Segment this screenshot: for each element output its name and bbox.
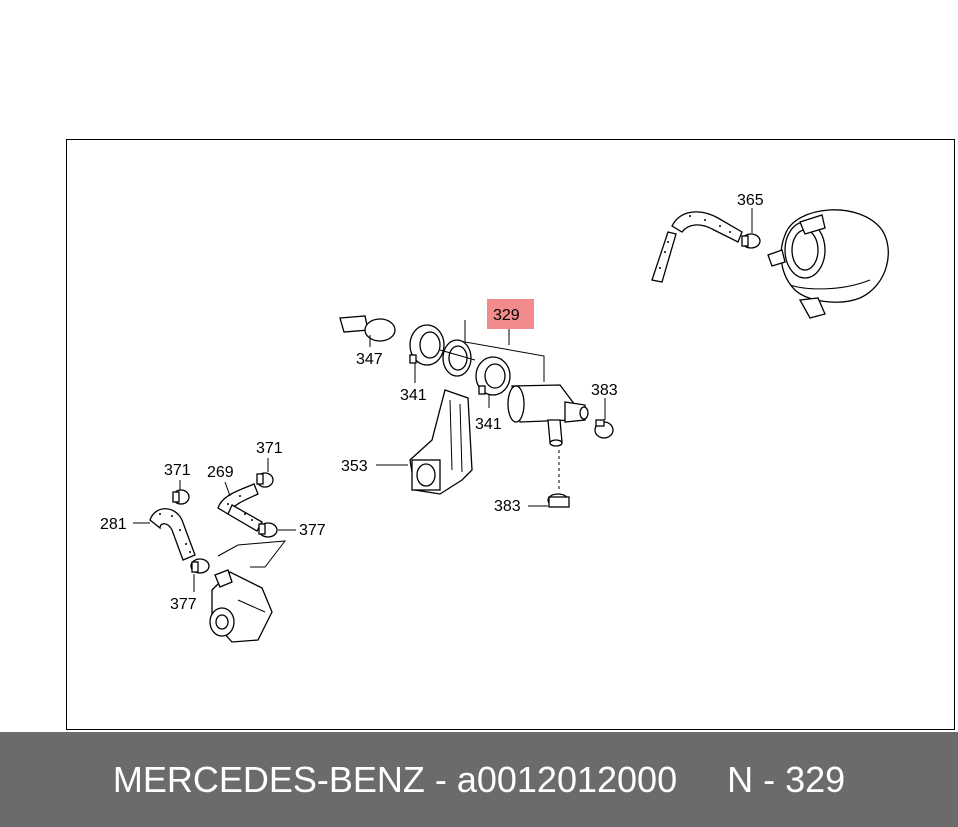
bulb-347 — [339, 315, 396, 347]
label-353: 353 — [341, 458, 368, 475]
label-383-bottom: 383 — [494, 498, 521, 515]
filter-329 — [507, 384, 589, 447]
label-269: 269 — [207, 464, 234, 481]
clamp-383-right — [594, 398, 614, 439]
expansion-tank — [767, 209, 889, 319]
hose-clamp-365 — [741, 208, 761, 249]
clamp-377-right — [258, 522, 296, 538]
footer-ref: N - 329 — [727, 758, 846, 800]
heater-pump — [209, 569, 273, 643]
ring-center — [439, 339, 476, 377]
label-281: 281 — [100, 516, 127, 533]
tank-hose — [651, 211, 743, 283]
label-341-left: 341 — [400, 387, 427, 404]
label-383-right: 383 — [591, 382, 618, 399]
hose-269 — [217, 481, 263, 532]
label-341-right: 341 — [475, 416, 502, 433]
ring-341-right — [475, 356, 511, 408]
ring-341-left — [409, 324, 445, 383]
label-371-left: 371 — [164, 462, 191, 479]
label-371-right: 371 — [256, 440, 283, 457]
label-365: 365 — [737, 192, 764, 209]
label-329[interactable]: 329 — [493, 307, 520, 324]
parts-diagram: 365 329 347 341 341 — [100, 192, 889, 643]
highlight-329 — [487, 299, 534, 329]
clamp-383-bottom — [528, 450, 570, 508]
diagram-frame — [66, 139, 955, 730]
footer-part-info: MERCEDES-BENZ - a0012012000 — [112, 758, 678, 800]
hose-281 — [133, 508, 196, 561]
label-377-right: 377 — [299, 522, 326, 539]
clamp-371-left — [172, 480, 190, 505]
bracket-353 — [376, 389, 473, 495]
clamp-377-left — [190, 558, 210, 592]
clamp-371-right — [256, 458, 274, 488]
label-347: 347 — [356, 351, 383, 368]
footer-bar: MERCEDES-BENZ - a0012012000 N - 329 — [0, 732, 958, 827]
label-377-left: 377 — [170, 596, 197, 613]
